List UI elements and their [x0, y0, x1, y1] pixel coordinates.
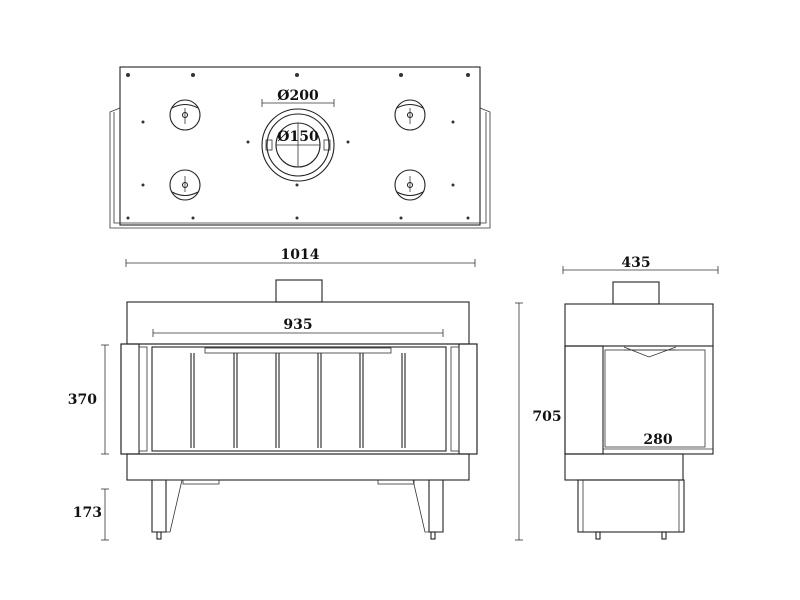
front-leg-left — [151, 479, 167, 533]
top-plate — [119, 66, 481, 226]
glass-door — [151, 346, 447, 452]
dim-side-depth: 435 — [562, 255, 719, 274]
label-side-depth: 435 — [621, 255, 650, 271]
mounting-holes — [126, 73, 470, 220]
front-leg-right — [428, 479, 444, 533]
label-flue-inner: Ø150 — [277, 129, 319, 145]
side-body — [564, 345, 714, 455]
side-view: 280 — [564, 281, 714, 540]
side-base — [564, 453, 684, 481]
side-flue-stub — [612, 281, 660, 305]
label-glass-width: 935 — [283, 317, 312, 333]
side-hood — [564, 303, 714, 347]
label-glass-height: 370 — [68, 392, 97, 408]
dim-glass-height: 370 — [68, 344, 109, 455]
dim-overall-width: 1014 — [125, 247, 476, 267]
top-frame-inner — [113, 112, 487, 224]
leveling-bolts — [169, 99, 426, 201]
label-firebox-depth: 280 — [643, 432, 672, 448]
label-flue-outer: Ø200 — [277, 88, 319, 104]
top-view: Ø200 Ø150 — [109, 66, 491, 229]
label-leg-height: 173 — [73, 505, 102, 521]
side-stand — [577, 479, 685, 533]
dim-leg-height: 173 — [73, 488, 109, 541]
glass-panels — [190, 353, 406, 448]
dim-overall-height: 705 — [515, 302, 562, 541]
label-overall-width: 1014 — [281, 247, 320, 263]
label-overall-height: 705 — [532, 409, 561, 425]
side-baffle — [623, 346, 677, 358]
front-base — [126, 453, 470, 481]
top-frame — [109, 107, 491, 229]
front-body — [120, 343, 478, 455]
front-view: 935 — [120, 279, 478, 540]
flue-stub — [275, 279, 323, 303]
